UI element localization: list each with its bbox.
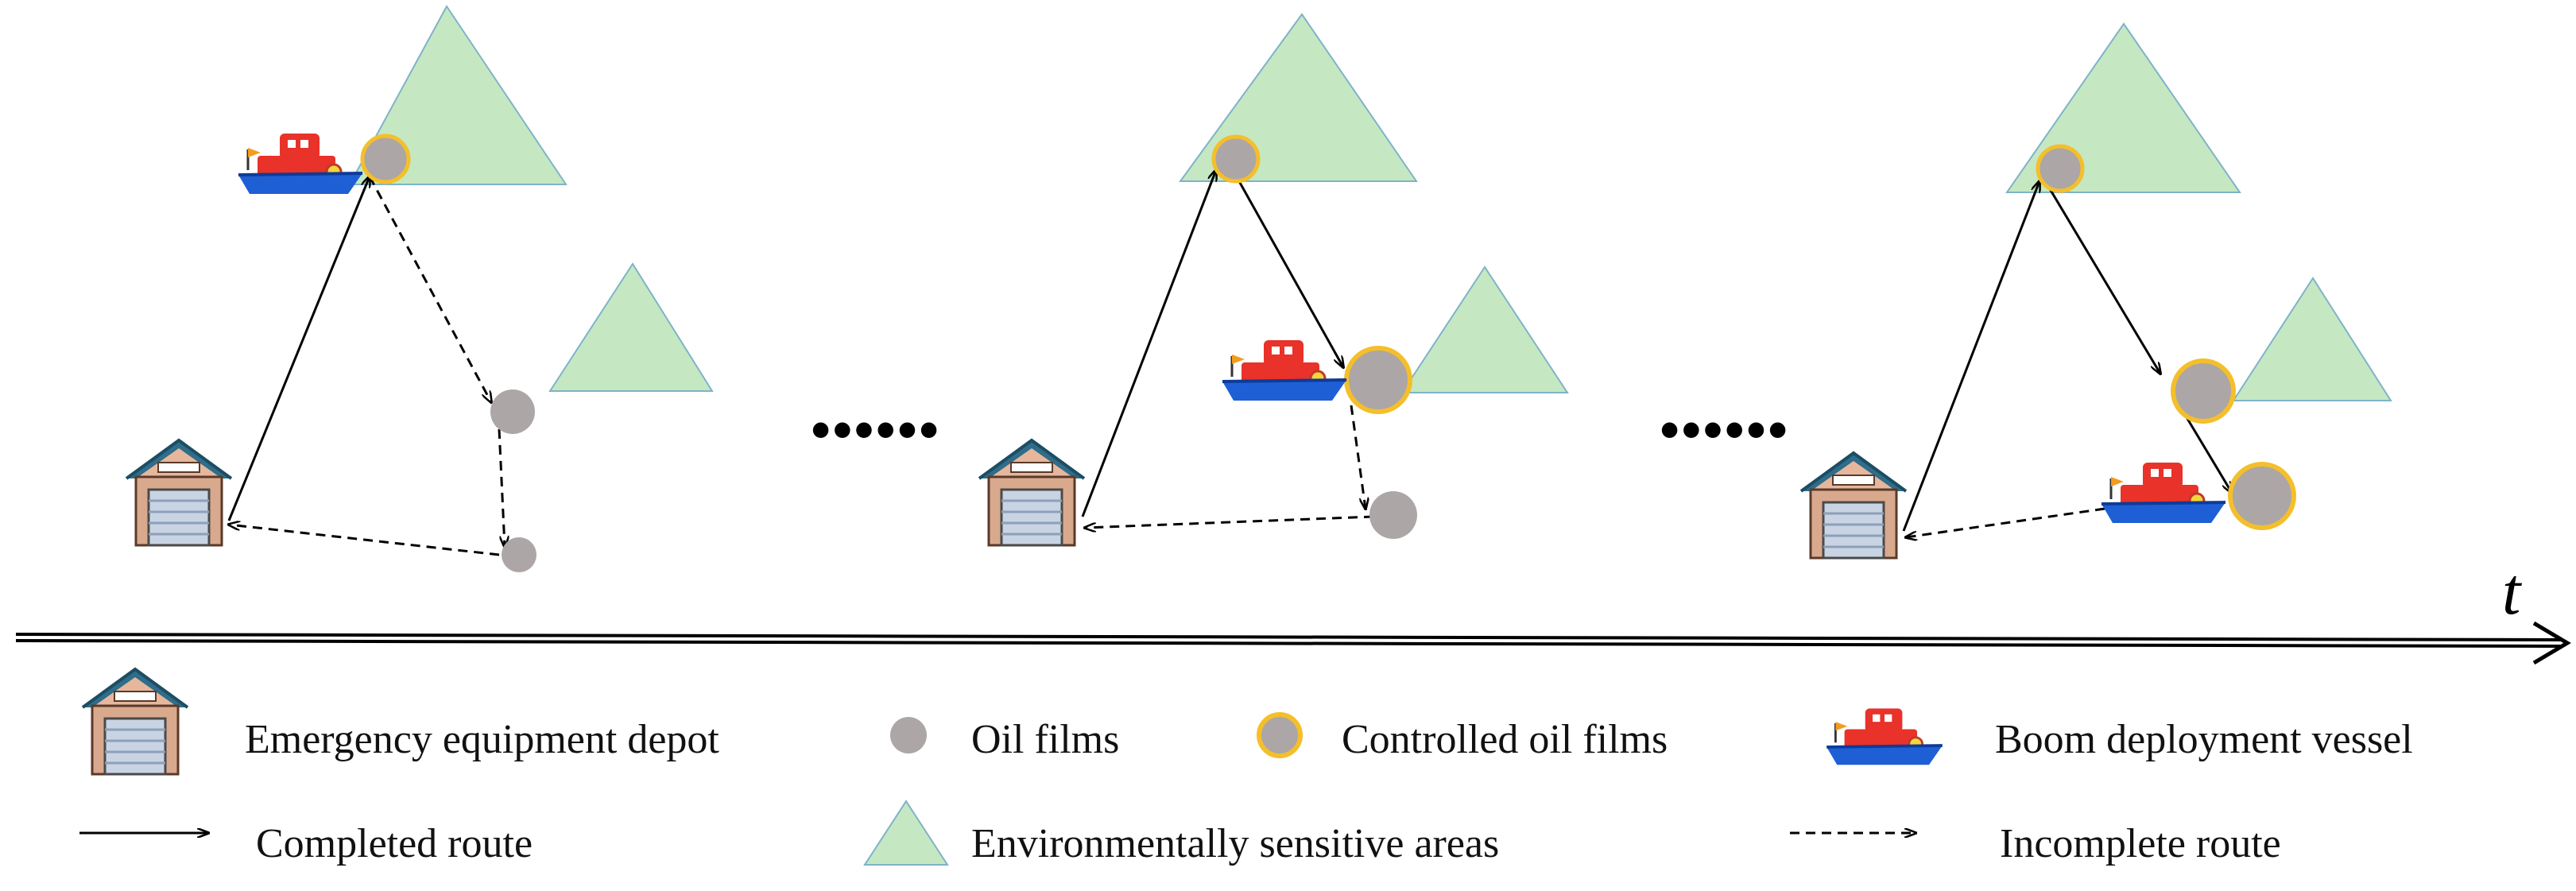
controlled-oil-film-icon — [2036, 144, 2085, 193]
oil-film-icon — [890, 717, 927, 753]
oil-film-icon — [1369, 491, 1417, 539]
legend: Emergency equipment depot Oil films Cont… — [79, 668, 2413, 866]
ellipsis-2: •••••• — [1660, 398, 1789, 462]
completed-route-arrow — [2183, 413, 2232, 493]
panel-2 — [978, 13, 1569, 547]
incomplete-route-arrow — [498, 428, 505, 547]
vessel-icon — [2100, 461, 2227, 525]
triangle-icon — [863, 800, 949, 866]
legend-oil-films-label: Oil films — [971, 717, 1119, 762]
sensitive-area-triangle — [548, 262, 714, 392]
completed-route-arrow — [1230, 168, 1343, 367]
completed-route-arrow — [1902, 181, 2039, 532]
incomplete-route-arrow — [229, 525, 500, 556]
legend-controlled-label: Controlled oil films — [1342, 717, 1668, 762]
vessel-icon — [1221, 339, 1348, 402]
depot-icon — [978, 439, 1086, 547]
panel-1 — [125, 5, 714, 572]
depot-icon — [1799, 451, 1908, 560]
vessel-icon — [237, 132, 364, 196]
controlled-oil-film-icon — [360, 134, 411, 184]
depot-icon — [125, 439, 233, 547]
depot-icon — [81, 668, 189, 776]
controlled-oil-film-icon — [1257, 712, 1303, 758]
completed-route-arrow — [1081, 170, 1216, 517]
controlled-oil-film-icon — [2171, 358, 2236, 424]
legend-completed-label: Completed route — [256, 821, 533, 866]
legend-incomplete-label: Incomplete route — [2000, 821, 2281, 866]
controlled-oil-film-icon — [2228, 462, 2296, 530]
legend-depot-label: Emergency equipment depot — [245, 717, 719, 762]
incomplete-route-arrow — [1906, 507, 2105, 537]
incomplete-route-arrow — [368, 176, 491, 402]
oil-film-icon — [490, 389, 535, 434]
sensitive-area-triangle — [2232, 277, 2392, 401]
time-axis: t — [15, 555, 2571, 665]
ellipsis-1: •••••• — [811, 398, 940, 462]
controlled-oil-film-icon — [1344, 346, 1412, 414]
incomplete-route-arrow — [1085, 515, 1374, 528]
completed-route-arrow — [227, 176, 370, 521]
incomplete-route-arrow — [1350, 405, 1365, 509]
panel-3 — [1799, 22, 2392, 560]
time-axis-label: t — [2502, 555, 2523, 629]
legend-sensitive-label: Environmentally sensitive areas — [971, 821, 1499, 866]
controlled-oil-film-icon — [1211, 134, 1261, 184]
sensitive-area-triangle — [348, 5, 567, 185]
legend-vessel-label: Boom deployment vessel — [1995, 717, 2413, 762]
sensitive-area-triangle — [1400, 265, 1569, 393]
vessel-icon — [1825, 707, 1944, 767]
completed-route-arrow — [2043, 179, 2160, 374]
oil-film-icon — [502, 537, 537, 572]
